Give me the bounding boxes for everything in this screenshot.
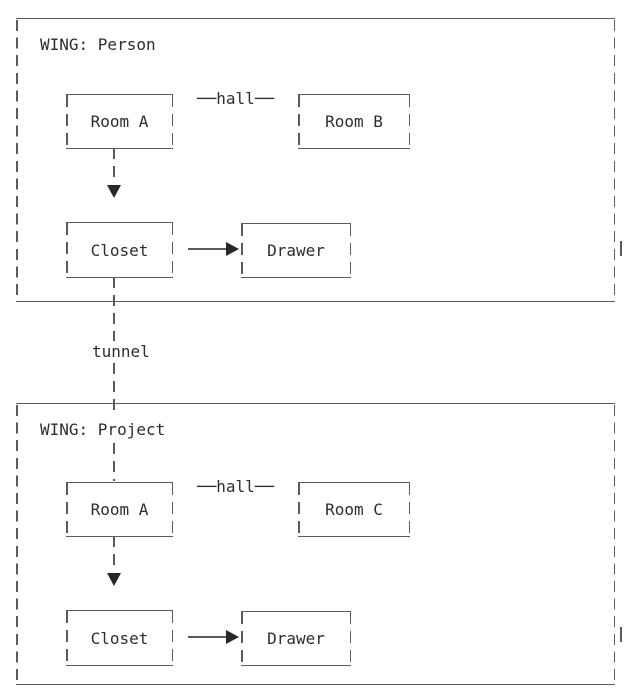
project-room-a-label: Room A — [90, 500, 149, 519]
wing-person-title: WING: Person — [40, 35, 156, 54]
tunnel-line-middle — [113, 363, 115, 415]
arrowhead-down-icon — [107, 573, 121, 586]
border-artifact-dash — [620, 241, 622, 256]
project-drawer-box: Drawer — [241, 611, 351, 666]
tunnel-line-upper — [113, 277, 115, 341]
person-hall-label: ──hall── — [197, 89, 275, 108]
person-room-a-label: Room A — [90, 112, 149, 131]
project-drawer-label: Drawer — [267, 629, 325, 648]
project-closet-to-drawer-connector — [188, 636, 226, 638]
person-closet-label: Closet — [90, 240, 149, 260]
arrowhead-right-icon — [226, 242, 239, 256]
project-hall-label: ──hall── — [197, 477, 275, 496]
project-closet-box: Closet — [66, 610, 173, 666]
arrowhead-right-icon — [226, 630, 239, 644]
person-closet-to-drawer-connector — [188, 248, 226, 250]
project-closet-label: Closet — [90, 628, 149, 648]
person-drawer-label: Drawer — [267, 241, 325, 260]
tunnel-label: tunnel — [92, 342, 150, 361]
project-room-to-closet-connector — [113, 536, 115, 572]
border-artifact-dash — [620, 627, 622, 642]
wing-project-title: WING: Project — [40, 420, 166, 439]
person-closet-box: Closet — [66, 222, 173, 278]
person-room-a-box: Room A — [66, 94, 173, 149]
wing-person-box: WING: Person Room A ──hall── Room B Clos… — [16, 18, 615, 302]
person-room-b-box: Room B — [298, 94, 410, 149]
project-room-c-label: Room C — [325, 500, 383, 519]
project-room-c-box: Room C — [298, 482, 410, 537]
wing-project-box: WING: Project Room A ──hall── Room C Clo… — [16, 403, 615, 685]
tunnel-line-lower — [113, 443, 115, 481]
person-room-b-label: Room B — [325, 112, 383, 131]
person-room-to-closet-connector — [113, 148, 115, 184]
project-room-a-box: Room A — [66, 482, 173, 537]
arrowhead-down-icon — [107, 185, 121, 198]
person-drawer-box: Drawer — [241, 223, 351, 278]
